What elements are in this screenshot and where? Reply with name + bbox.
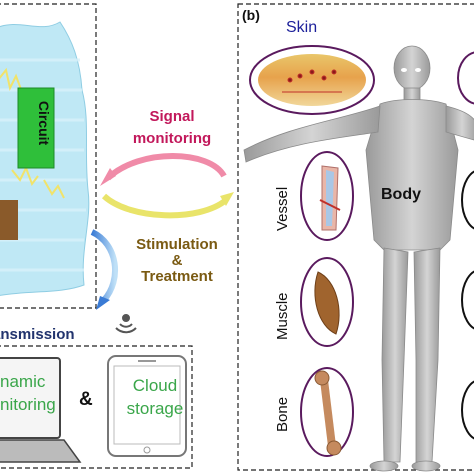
signal-arrow-top — [105, 153, 227, 181]
right-circle-top — [457, 51, 474, 105]
stim-arrow-bottom — [101, 193, 228, 219]
muscle-image — [314, 271, 340, 335]
cloud-text-line2: storage — [126, 399, 184, 418]
laptop-base — [0, 439, 82, 463]
wire-top — [0, 67, 23, 93]
right-eye — [415, 68, 421, 72]
laptop-text-line1: namic — [0, 372, 46, 391]
transmission-arrowhead — [96, 296, 110, 310]
phone-button — [143, 446, 151, 454]
circuit-label: Circuit — [36, 100, 52, 146]
body-label: Body — [381, 186, 421, 203]
transmission-label: ansmission — [0, 326, 75, 343]
stimulation-label-line1: Stimulation — [136, 236, 218, 253]
phone-screen — [113, 365, 181, 445]
bottom-frame — [0, 345, 193, 469]
signal-arrowhead — [100, 168, 116, 186]
human-body — [243, 45, 474, 472]
right-circle-4 — [461, 380, 474, 440]
bone-label: Bone — [274, 396, 291, 432]
cloud-text-line1: Cloud — [132, 376, 178, 395]
right-circle-3 — [461, 270, 474, 330]
vessel-image — [319, 165, 341, 231]
electrode — [0, 200, 18, 240]
skin-layers — [258, 54, 366, 106]
panel-b-frame — [237, 3, 474, 471]
skin-vessels — [282, 69, 342, 93]
bone-image — [314, 370, 342, 456]
panel-a-frame — [0, 3, 97, 309]
laptop-screen — [0, 357, 61, 439]
left-eye — [401, 68, 407, 72]
panel-b-label: (b) — [242, 7, 260, 23]
wireless-icon — [115, 314, 137, 334]
circuit-block — [17, 87, 55, 169]
skin-label: Skin — [286, 19, 318, 36]
vessel-label: Vessel — [274, 186, 291, 231]
laptop-text-line2: nitoring — [0, 395, 56, 414]
ampersand: & — [79, 389, 93, 410]
stimulation-label-line3: Treatment — [141, 268, 213, 285]
stim-arrowhead — [220, 192, 234, 206]
right-circle-2 — [461, 170, 474, 230]
stimulation-label-line2: & — [171, 252, 183, 269]
signal-label-line1: Signal — [149, 108, 195, 125]
transmission-arrow — [90, 229, 119, 303]
signal-label-line2: monitoring — [132, 130, 212, 147]
muscle-label: Muscle — [274, 292, 291, 340]
wire-mid2 — [43, 179, 65, 199]
